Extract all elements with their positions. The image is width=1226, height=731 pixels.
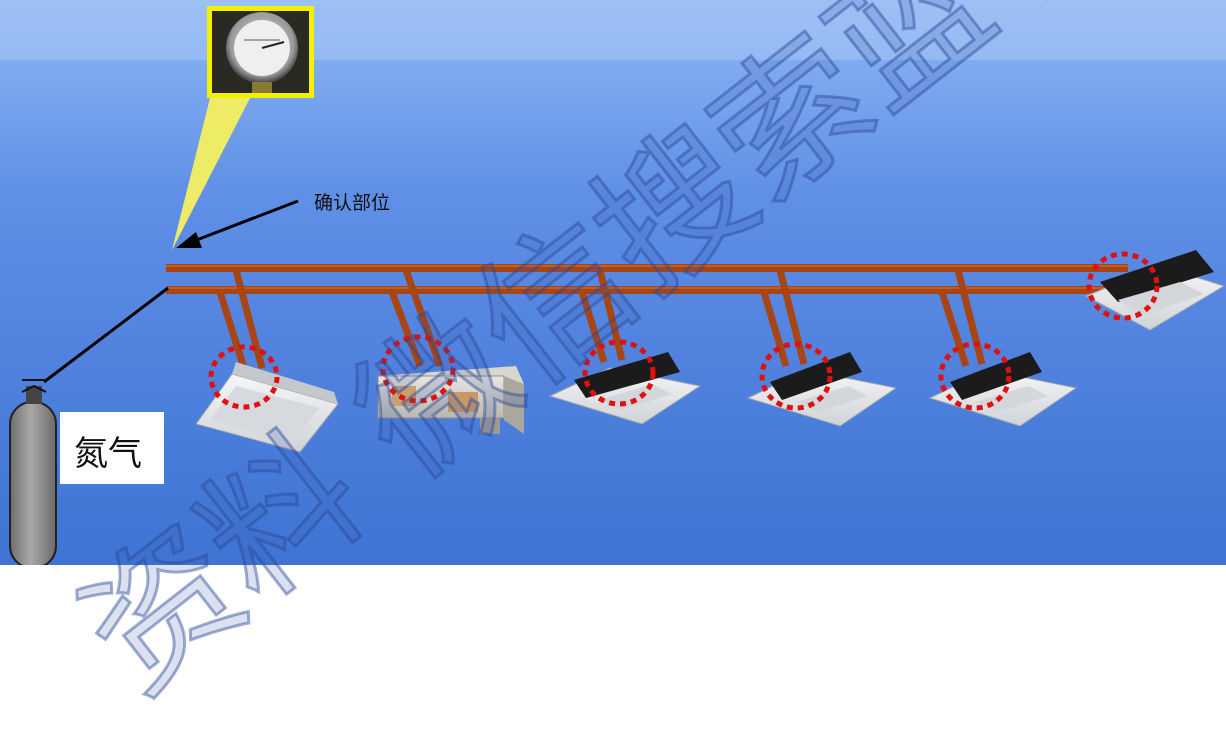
nitrogen-label-box [60, 412, 164, 484]
nitrogen-hose [43, 286, 169, 384]
highlight-circles [208, 251, 1160, 411]
diagram-canvas [0, 0, 1226, 565]
main-pipes [166, 264, 1128, 294]
check-point-circle [380, 334, 456, 404]
check-point-circle [759, 341, 833, 411]
indoor-unit-icon [377, 366, 524, 434]
gauge-callout [172, 98, 250, 250]
check-point-circle [208, 344, 280, 410]
check-point-circle [582, 339, 656, 407]
branch-pipes [216, 268, 986, 370]
confirm-point-label: 确认部位 [314, 192, 391, 214]
background [0, 0, 1226, 565]
indoor-unit-icon [195, 362, 339, 453]
nitrogen-cylinder-icon [9, 379, 57, 565]
check-point-circle [1086, 251, 1160, 321]
nitrogen-label: 氮气 [74, 434, 142, 474]
check-point-circle [938, 341, 1012, 411]
pressure-gauge-icon [207, 6, 314, 98]
confirm-arrow [176, 199, 299, 248]
